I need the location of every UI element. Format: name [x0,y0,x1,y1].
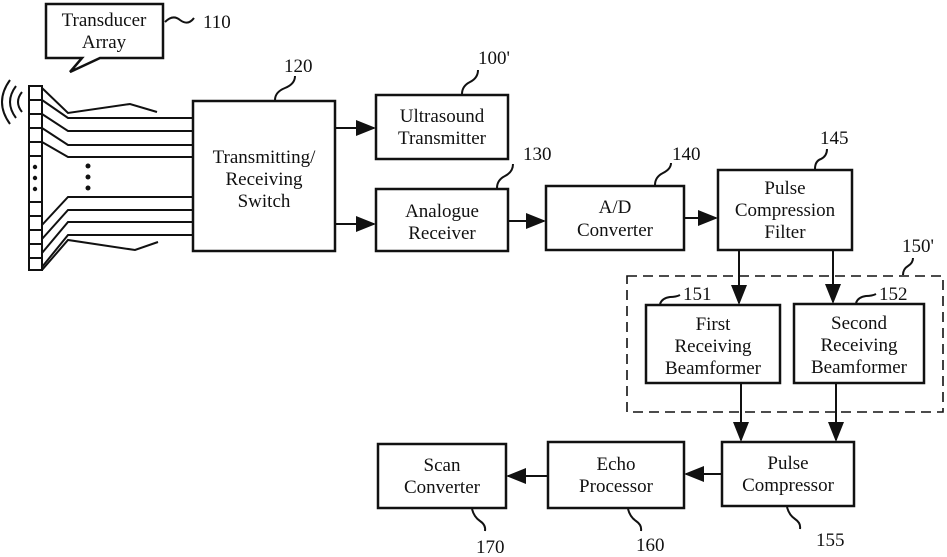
pulse-compressor-line2: Compressor [742,475,835,496]
ref-120: 120 [284,56,313,77]
leader-152 [856,294,876,303]
ref-100: 100' [478,48,510,69]
transducer-label-line1: Transducer [62,10,147,31]
first-bf-line3: Beamformer [665,358,762,379]
scan-converter-line1: Scan [424,455,461,476]
ultrasound-transmitter-block: Ultrasound Transmitter 100' [376,48,510,159]
transducer-array-callout: Transducer Array 110 [46,4,231,72]
scan-converter-block: Scan Converter 170 [378,444,506,557]
ref-152: 152 [879,284,908,305]
ad-converter-line2: Converter [577,220,654,241]
transducer-label-line2: Array [82,32,127,53]
beamformer-group: 150' First Receiving Beamformer 151 Seco… [627,236,943,412]
ref-160: 160 [636,535,665,556]
ad-converter-line1: A/D [599,197,632,218]
leader-151 [660,295,680,304]
pcf-line2: Compression [735,200,836,221]
ref-170: 170 [476,537,505,557]
pcf-line3: Filter [764,222,806,243]
leader-160 [628,509,641,531]
ref-110: 110 [203,12,231,33]
second-bf-line3: Beamformer [811,357,908,378]
echo-processor-line1: Echo [596,454,635,475]
sound-wave-icon [2,80,22,124]
ref-145: 145 [820,128,849,149]
tr-switch-line3: Switch [238,191,291,212]
tr-switch-block: Transmitting/ Receiving Switch 120 [193,56,335,251]
first-bf-line1: First [696,314,732,335]
leader-150 [903,258,913,275]
second-bf-line1: Second [831,313,887,334]
leader-120 [275,76,295,100]
ad-converter-block: A/D Converter 140 [546,144,701,250]
analogue-rx-line2: Receiver [408,223,476,244]
leader-145 [815,149,827,169]
first-bf-line2: Receiving [674,336,752,357]
tr-switch-line2: Receiving [225,169,303,190]
second-bf-line2: Receiving [820,335,898,356]
pcf-line1: Pulse [764,178,805,199]
pulse-compressor-line1: Pulse [767,453,808,474]
pulse-compression-filter-block: Pulse Compression Filter 145 [718,128,852,250]
leader-170 [472,509,485,531]
leader-100 [462,70,478,94]
leader-140 [655,163,671,185]
leader-110 [165,17,194,22]
ref-130: 130 [523,144,552,165]
ultrasound-tx-line1: Ultrasound [400,106,485,127]
pulse-compressor-block: Pulse Compressor 155 [722,442,854,551]
ref-150: 150' [902,236,934,257]
echo-processor-block: Echo Processor 160 [548,442,684,556]
leader-130 [497,164,513,188]
analogue-rx-line1: Analogue [405,201,479,222]
tr-switch-line1: Transmitting/ [213,147,316,168]
ref-151: 151 [683,284,712,305]
ref-155: 155 [816,530,845,551]
scan-converter-line2: Converter [404,477,481,498]
transducer-wires [42,88,193,270]
ref-140: 140 [672,144,701,165]
leader-155 [787,507,800,529]
ultrasound-tx-line2: Transmitter [398,128,487,149]
echo-processor-line2: Processor [579,476,654,497]
